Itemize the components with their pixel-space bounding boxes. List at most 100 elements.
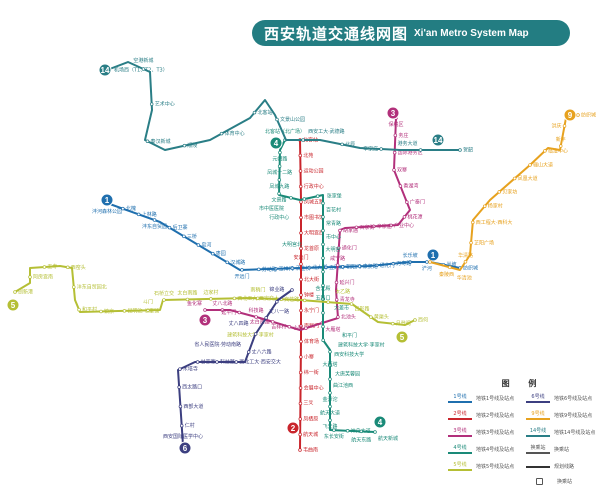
station-marker[interactable] xyxy=(425,260,429,264)
station-marker[interactable] xyxy=(277,191,281,196)
metro-line-9[interactable]: 9秦陵西华清池华清路芷阳广场西工程大·西科大杨家村贝家坊凤凰大道骊山大道临潼中心… xyxy=(428,108,596,281)
metro-line-2[interactable]: 2北客站北苑运动公园行政中心凤城五路市图书馆大明宫西龙首原安远门北大街钟楼永宁门… xyxy=(286,137,324,454)
station-marker[interactable] xyxy=(458,148,462,152)
station-marker[interactable] xyxy=(99,309,103,314)
station-marker[interactable] xyxy=(211,251,215,256)
station-marker[interactable] xyxy=(298,432,302,437)
station-marker[interactable] xyxy=(122,309,127,313)
station-marker[interactable] xyxy=(252,110,257,115)
station-marker[interactable] xyxy=(264,316,268,320)
station-label[interactable]: 皂河 xyxy=(201,242,211,249)
station-label[interactable]: 劳动路 xyxy=(262,266,277,273)
station-label[interactable]: 西窑头 xyxy=(71,264,86,271)
station-label[interactable]: 凤城九路 xyxy=(269,183,289,190)
station-label[interactable]: 西影路 xyxy=(355,305,370,312)
station-label[interactable]: 丈八北路 xyxy=(212,300,232,307)
station-marker[interactable] xyxy=(209,297,213,301)
station-marker[interactable] xyxy=(328,404,332,409)
station-label[interactable]: 运动公园 xyxy=(304,167,324,174)
station-label[interactable]: 沣东自贸园北 xyxy=(77,284,107,291)
station-marker[interactable] xyxy=(298,169,303,173)
station-marker[interactable] xyxy=(402,215,407,219)
station-label[interactable]: 科技路 xyxy=(249,307,264,314)
station-label[interactable]: 锦业路 xyxy=(269,286,284,293)
station-marker[interactable] xyxy=(371,224,376,229)
station-label[interactable]: 大明宫 xyxy=(326,246,341,253)
station-marker[interactable] xyxy=(418,148,423,152)
station-marker[interactable] xyxy=(275,300,279,304)
metro-line-5[interactable]: 55创新港阿房宫南王寺西窑头沣东自贸园北和平村镐京昆明池·七里铺斗门石桥立交太白… xyxy=(6,264,428,344)
station-label[interactable]: 西太路口 xyxy=(182,384,202,391)
station-marker[interactable] xyxy=(299,308,303,313)
station-label[interactable]: 新丰 xyxy=(556,136,566,143)
station-marker[interactable] xyxy=(182,234,186,239)
station-marker[interactable] xyxy=(358,264,362,269)
station-marker[interactable] xyxy=(77,307,81,312)
station-label[interactable]: 大差市 xyxy=(334,305,349,312)
metro-line-14[interactable]: 1414机场西（T1、T2、T3）空港新城艺术中心秦汉新城顺陵体育中心北客站文景… xyxy=(98,57,473,154)
station-label[interactable]: 文景路 xyxy=(272,197,287,204)
station-label[interactable]: 曲江池西 xyxy=(333,382,353,389)
station-marker[interactable] xyxy=(341,265,345,269)
station-marker[interactable] xyxy=(302,298,307,303)
station-label[interactable]: 广泰门 xyxy=(410,199,425,206)
station-label[interactable]: 科技路 xyxy=(220,359,235,366)
station-marker[interactable] xyxy=(328,391,332,395)
station-label[interactable]: 东长安街 xyxy=(324,433,344,440)
station-marker[interactable] xyxy=(393,133,398,138)
station-marker[interactable] xyxy=(413,318,417,322)
station-marker[interactable] xyxy=(298,401,303,406)
station-label[interactable]: 万寿路 xyxy=(396,260,411,267)
station-label[interactable]: 丈八四路 xyxy=(229,320,249,327)
station-marker[interactable] xyxy=(299,324,303,328)
station-label[interactable]: 辛家庙 xyxy=(377,223,392,230)
station-marker[interactable] xyxy=(562,124,567,128)
station-label[interactable]: 务庄 xyxy=(398,132,408,139)
station-marker[interactable] xyxy=(321,338,325,342)
station-label[interactable]: 木塔寺 xyxy=(183,366,198,373)
station-marker[interactable] xyxy=(471,220,475,225)
station-label[interactable]: 南稍门 xyxy=(250,286,265,293)
station-label[interactable]: 丈八六路 xyxy=(252,349,272,356)
station-marker[interactable] xyxy=(299,293,303,297)
station-label[interactable]: 月登阁 xyxy=(396,320,411,327)
station-label[interactable]: 神舟大道 xyxy=(351,427,371,434)
station-label[interactable]: 洒金桥 xyxy=(295,265,310,272)
station-label[interactable]: 机场西（T1、T2、T3） xyxy=(114,67,168,74)
station-label[interactable]: 仁村 xyxy=(185,422,195,429)
station-marker[interactable] xyxy=(324,265,328,270)
station-marker[interactable] xyxy=(576,113,580,117)
station-label[interactable]: 秦陵西 xyxy=(439,271,454,278)
station-marker[interactable] xyxy=(219,131,224,136)
station-marker[interactable] xyxy=(299,200,303,204)
station-label[interactable]: 延兴门 xyxy=(340,279,355,286)
station-marker[interactable] xyxy=(178,404,183,409)
station-label[interactable]: 桃花潭 xyxy=(407,213,422,220)
station-marker[interactable] xyxy=(392,168,396,172)
station-marker[interactable] xyxy=(359,429,364,434)
station-label[interactable]: 甘家寨 xyxy=(201,359,216,366)
metro-line-6[interactable]: 6西安国际医学中心仁村西部大道西太路口木塔寺甘家寨科技路西北工大·西安交大丈八六… xyxy=(163,286,294,455)
station-marker[interactable] xyxy=(326,300,330,304)
station-label[interactable]: 三爻 xyxy=(303,401,313,407)
station-label[interactable]: 浐河 xyxy=(422,265,432,272)
station-label[interactable]: 常青路 xyxy=(326,220,341,227)
station-marker[interactable] xyxy=(195,360,200,364)
station-label[interactable]: 上林路 xyxy=(142,211,157,218)
station-label[interactable]: 体育中心 xyxy=(225,130,245,137)
station-label[interactable]: 太白南路 xyxy=(177,289,197,296)
station-label[interactable]: 西安国际医学中心 xyxy=(163,433,203,440)
station-marker[interactable] xyxy=(287,325,292,329)
station-marker[interactable] xyxy=(72,285,76,289)
station-marker[interactable] xyxy=(321,283,325,288)
station-marker[interactable] xyxy=(28,275,32,279)
station-label[interactable]: 枣园 xyxy=(216,250,226,257)
station-marker[interactable] xyxy=(497,190,501,194)
station-label[interactable]: 西北工大·西安交大 xyxy=(237,295,279,302)
station-label[interactable]: 市图书馆 xyxy=(304,214,324,221)
station-marker[interactable] xyxy=(408,260,412,264)
station-label[interactable]: 大雁塔 xyxy=(325,326,340,333)
station-label[interactable]: 斗门 xyxy=(143,298,153,305)
station-label[interactable]: 骊山大道 xyxy=(533,161,553,168)
station-label[interactable]: 空港新城 xyxy=(133,57,153,64)
